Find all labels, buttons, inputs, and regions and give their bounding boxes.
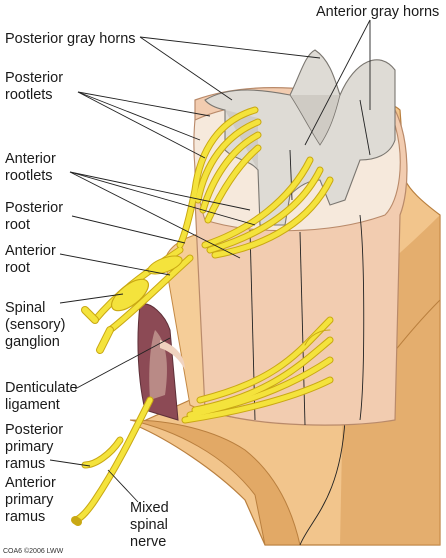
label-anterior-rootlets-2: rootlets — [5, 168, 53, 184]
label-anterior-gray-horns: Anterior gray horns — [316, 4, 439, 20]
label-posterior-primary-ramus-3: ramus — [5, 456, 45, 472]
copyright-credit: COA6 ©2006 LWW — [3, 547, 64, 555]
label-spinal-ganglion-3: ganglion — [5, 334, 60, 350]
label-denticulate-ligament-2: ligament — [5, 397, 60, 413]
label-anterior-primary-ramus-3: ramus — [5, 509, 45, 525]
label-anterior-root-1: Anterior — [5, 243, 56, 259]
label-anterior-rootlets-1: Anterior — [5, 151, 56, 167]
label-posterior-root-1: Posterior — [5, 200, 63, 216]
label-posterior-rootlets-1: Posterior — [5, 70, 63, 86]
label-posterior-gray-horns: Posterior gray horns — [5, 31, 136, 47]
leader-lines — [49, 19, 371, 503]
label-denticulate-ligament-1: Denticulate — [5, 380, 78, 396]
label-mixed-spinal-nerve-2: spinal — [130, 517, 168, 533]
label-anterior-primary-ramus-1: Anterior — [5, 475, 56, 491]
label-mixed-spinal-nerve-3: nerve — [130, 534, 166, 550]
label-spinal-ganglion-2: (sensory) — [5, 317, 65, 333]
label-mixed-spinal-nerve-1: Mixed — [130, 500, 169, 516]
nerve-roots — [71, 106, 334, 526]
label-posterior-root-2: root — [5, 217, 30, 233]
label-anterior-primary-ramus-2: primary — [5, 492, 54, 508]
label-anterior-root-2: root — [5, 260, 30, 276]
label-posterior-primary-ramus-2: primary — [5, 439, 54, 455]
label-posterior-rootlets-2: rootlets — [5, 87, 53, 103]
label-posterior-primary-ramus-1: Posterior — [5, 422, 63, 438]
label-spinal-ganglion-1: Spinal — [5, 300, 45, 316]
labels: Anterior gray horns Posterior gray horns… — [5, 4, 439, 550]
